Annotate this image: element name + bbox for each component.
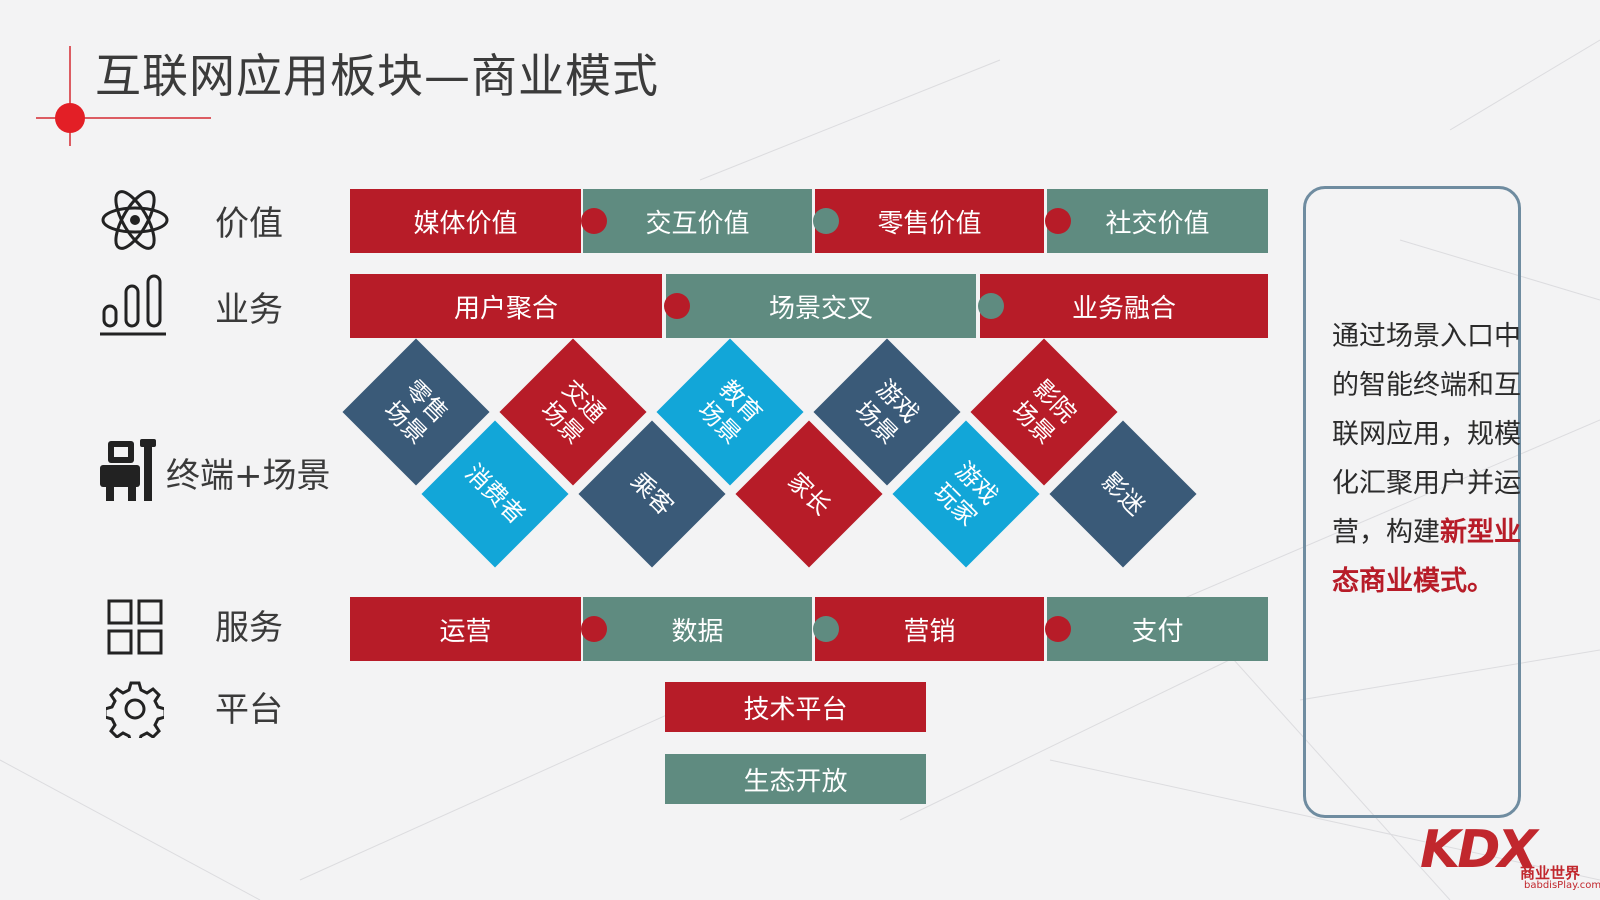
business-segment: 用户聚合 (350, 274, 662, 338)
title-decoration (36, 46, 211, 146)
platform-tech: 技术平台 (665, 682, 926, 732)
puzzle-knob (664, 293, 690, 319)
brand-logo-sub: 商业世界 (1520, 864, 1581, 882)
puzzle-knob (813, 616, 839, 642)
atom-icon (101, 190, 169, 250)
service-segment: 支付 (1045, 597, 1268, 661)
service-segment-label: 营销 (903, 616, 956, 647)
row-label-value: 价值 (215, 204, 283, 244)
service-segment: 数据 (581, 597, 812, 661)
value-segment-label: 交互价值 (645, 208, 750, 239)
business-segment: 场景交叉 (664, 274, 976, 338)
brand-logo: KDX (1420, 820, 1538, 880)
puzzle-knob (813, 208, 839, 234)
value-segment: 社交价值 (1045, 189, 1268, 253)
row-label-terminal: 终端+场景 (166, 456, 331, 496)
puzzle-knob (581, 616, 607, 642)
value-segment: 零售价值 (813, 189, 1044, 253)
puzzle-knob (1045, 616, 1071, 642)
value-segment-label: 零售价值 (877, 208, 982, 239)
service-segment-label: 支付 (1131, 616, 1184, 647)
grid-icon (107, 599, 163, 655)
puzzle-knob (978, 293, 1004, 319)
business-segment-label: 业务融合 (1071, 293, 1176, 324)
value-segment: 媒体价值 (350, 189, 581, 253)
row-label-business: 业务 (215, 290, 283, 330)
business-segment-label: 场景交叉 (768, 293, 873, 324)
row-label-platform: 平台 (215, 690, 283, 730)
business-segment: 业务融合 (978, 274, 1268, 338)
service-segment: 运营 (350, 597, 581, 661)
side-note-box (1303, 186, 1521, 818)
value-segment: 交互价值 (581, 189, 812, 253)
row-label-service: 服务 (215, 608, 283, 648)
puzzle-knob (581, 208, 607, 234)
side-note-text: 通过场景入口中的智能终端和互联网应用，规模化汇聚用户并运营，构建新型业态商业模式… (1332, 312, 1522, 606)
service-segment: 营销 (813, 597, 1044, 661)
bar-chart-icon (100, 274, 166, 336)
side-note-body: 通过场景入口中的智能终端和互联网应用，规模化汇聚用户并运营，构建 (1332, 321, 1521, 548)
puzzle-knob (1045, 208, 1071, 234)
value-segment-label: 社交价值 (1105, 208, 1210, 239)
service-segment-label: 数据 (671, 616, 724, 647)
side-note-highlight: 新型业态商业模式。 (1332, 517, 1521, 597)
platform-ecosystem: 生态开放 (665, 754, 926, 804)
brand-logo-url: babdisPlay.com (1524, 880, 1600, 891)
gear-icon (106, 681, 164, 738)
page-title: 互联网应用板块—商业模式 (95, 49, 659, 103)
terminal-person-icon (100, 439, 156, 501)
